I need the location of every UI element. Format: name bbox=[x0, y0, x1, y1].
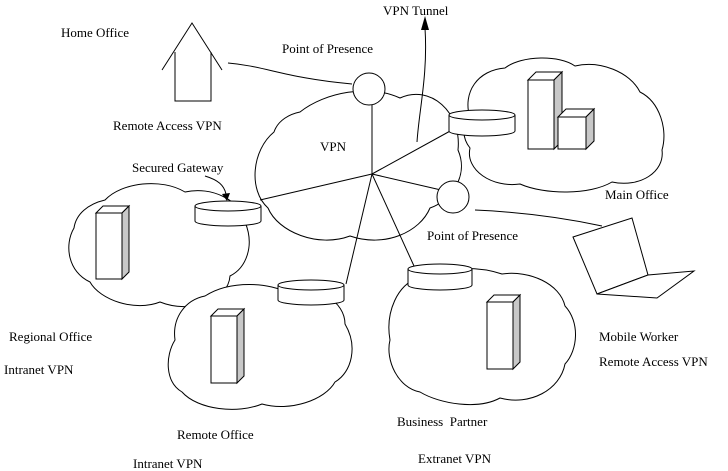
vpn-tunnel-arrow bbox=[416, 16, 429, 143]
home-office-label: Home Office bbox=[61, 25, 129, 40]
vpn-cloud bbox=[254, 90, 462, 241]
pop-right-circle bbox=[436, 180, 470, 214]
vpn-spokes bbox=[259, 104, 453, 285]
pop-top-label: Point of Presence bbox=[282, 41, 373, 56]
intranet-vpn-left-label: Intranet VPN bbox=[4, 362, 74, 377]
home-icon bbox=[161, 22, 223, 102]
business-partner-building-icon bbox=[485, 293, 522, 371]
vpn-tunnel-label: VPN Tunnel bbox=[383, 3, 449, 18]
extranet-vpn-label: Extranet VPN bbox=[418, 451, 492, 466]
business-partner-router-icon bbox=[407, 263, 473, 291]
remote-office-label: Remote Office bbox=[177, 427, 254, 442]
laptop-icon bbox=[572, 217, 696, 299]
remote-access-vpn-top-label: Remote Access VPN bbox=[113, 118, 222, 133]
remote-access-vpn-right-label: Remote Access VPN bbox=[599, 354, 708, 369]
business-partner-label: Business Partner bbox=[397, 414, 488, 429]
main-office-label: Main Office bbox=[605, 187, 669, 202]
intranet-vpn-bottom-label: Intranet VPN bbox=[133, 456, 203, 471]
secured-gateway-router-icon bbox=[194, 200, 262, 227]
vpn-label: VPN bbox=[320, 139, 347, 154]
remote-office-building-icon bbox=[209, 307, 246, 385]
remote-office-router-icon bbox=[277, 279, 345, 306]
regional-office-label: Regional Office bbox=[9, 329, 93, 344]
mobile-worker-link bbox=[474, 209, 603, 227]
router-icon bbox=[448, 109, 516, 137]
secured-gateway-label: Secured Gateway bbox=[132, 160, 224, 175]
business-partner-cloud bbox=[388, 267, 576, 406]
pop-top-circle bbox=[352, 72, 386, 106]
mobile-worker-label: Mobile Worker bbox=[599, 329, 679, 344]
secured-gateway-pointer bbox=[204, 175, 227, 195]
main-office-building-icon bbox=[526, 70, 596, 151]
home-office-link bbox=[227, 62, 353, 85]
regional-office-building-icon bbox=[94, 204, 131, 281]
pop-right-label: Point of Presence bbox=[427, 228, 518, 243]
